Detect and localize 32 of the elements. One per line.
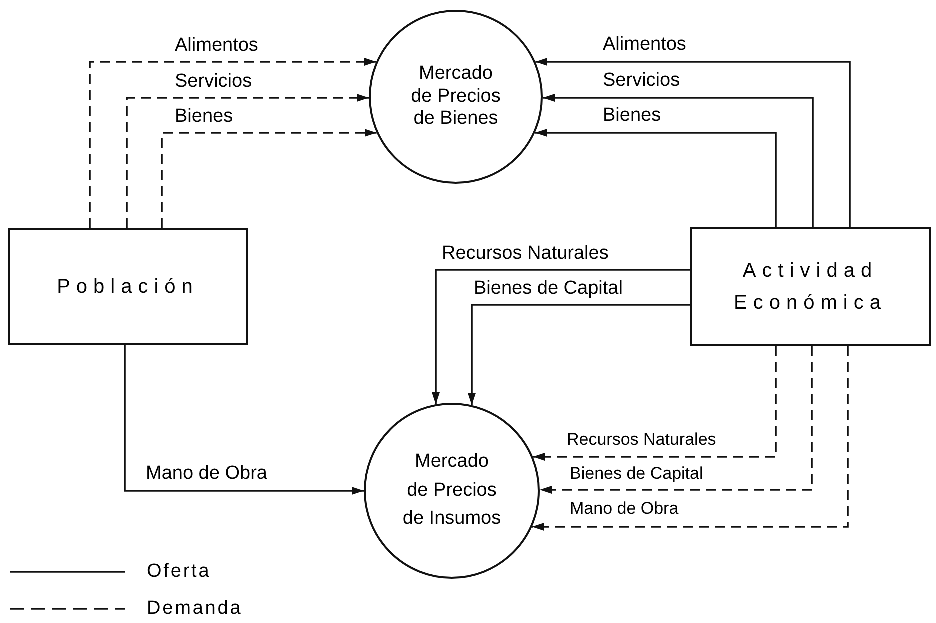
edge-label: Bienes	[603, 106, 662, 125]
edge-label: Servicios	[603, 71, 680, 90]
node-label: Mercado de Precios de Insumos	[402, 450, 502, 532]
node-label: Población	[57, 274, 199, 300]
dashed-arrow	[532, 346, 849, 531]
arrow	[432, 269, 690, 404]
edge-label: Servicios	[175, 72, 252, 91]
dashed-arrow	[161, 129, 377, 228]
legend-label: Oferta	[147, 562, 212, 581]
legend-label: Demanda	[147, 599, 243, 618]
dashed-arrow	[89, 58, 376, 228]
node-label: Actividad Económica	[733, 258, 888, 316]
edge-label: Bienes de Capital	[474, 279, 623, 298]
edge-label: Alimentos	[175, 36, 258, 55]
arrow	[535, 129, 777, 227]
edge-label: Alimentos	[603, 35, 686, 54]
dashed-arrow	[126, 94, 369, 228]
arrow	[536, 58, 851, 227]
edge-label: Bienes	[175, 107, 234, 126]
arrow	[543, 94, 814, 227]
node-label: Mercado de Precios de Bienes	[410, 62, 502, 132]
dashed-arrow	[540, 346, 813, 494]
edge-label: Mano de Obra	[570, 500, 679, 517]
arrow	[468, 304, 690, 406]
edge-label: Recursos Naturales	[567, 431, 716, 448]
arrow	[124, 345, 364, 495]
edge-label: Recursos Naturales	[442, 244, 609, 263]
edge-label: Mano de Obra	[146, 464, 268, 483]
sector-box	[690, 227, 931, 346]
dashed-arrow	[533, 346, 777, 461]
sector-box	[8, 228, 248, 345]
edge-label: Bienes de Capital	[570, 465, 704, 482]
